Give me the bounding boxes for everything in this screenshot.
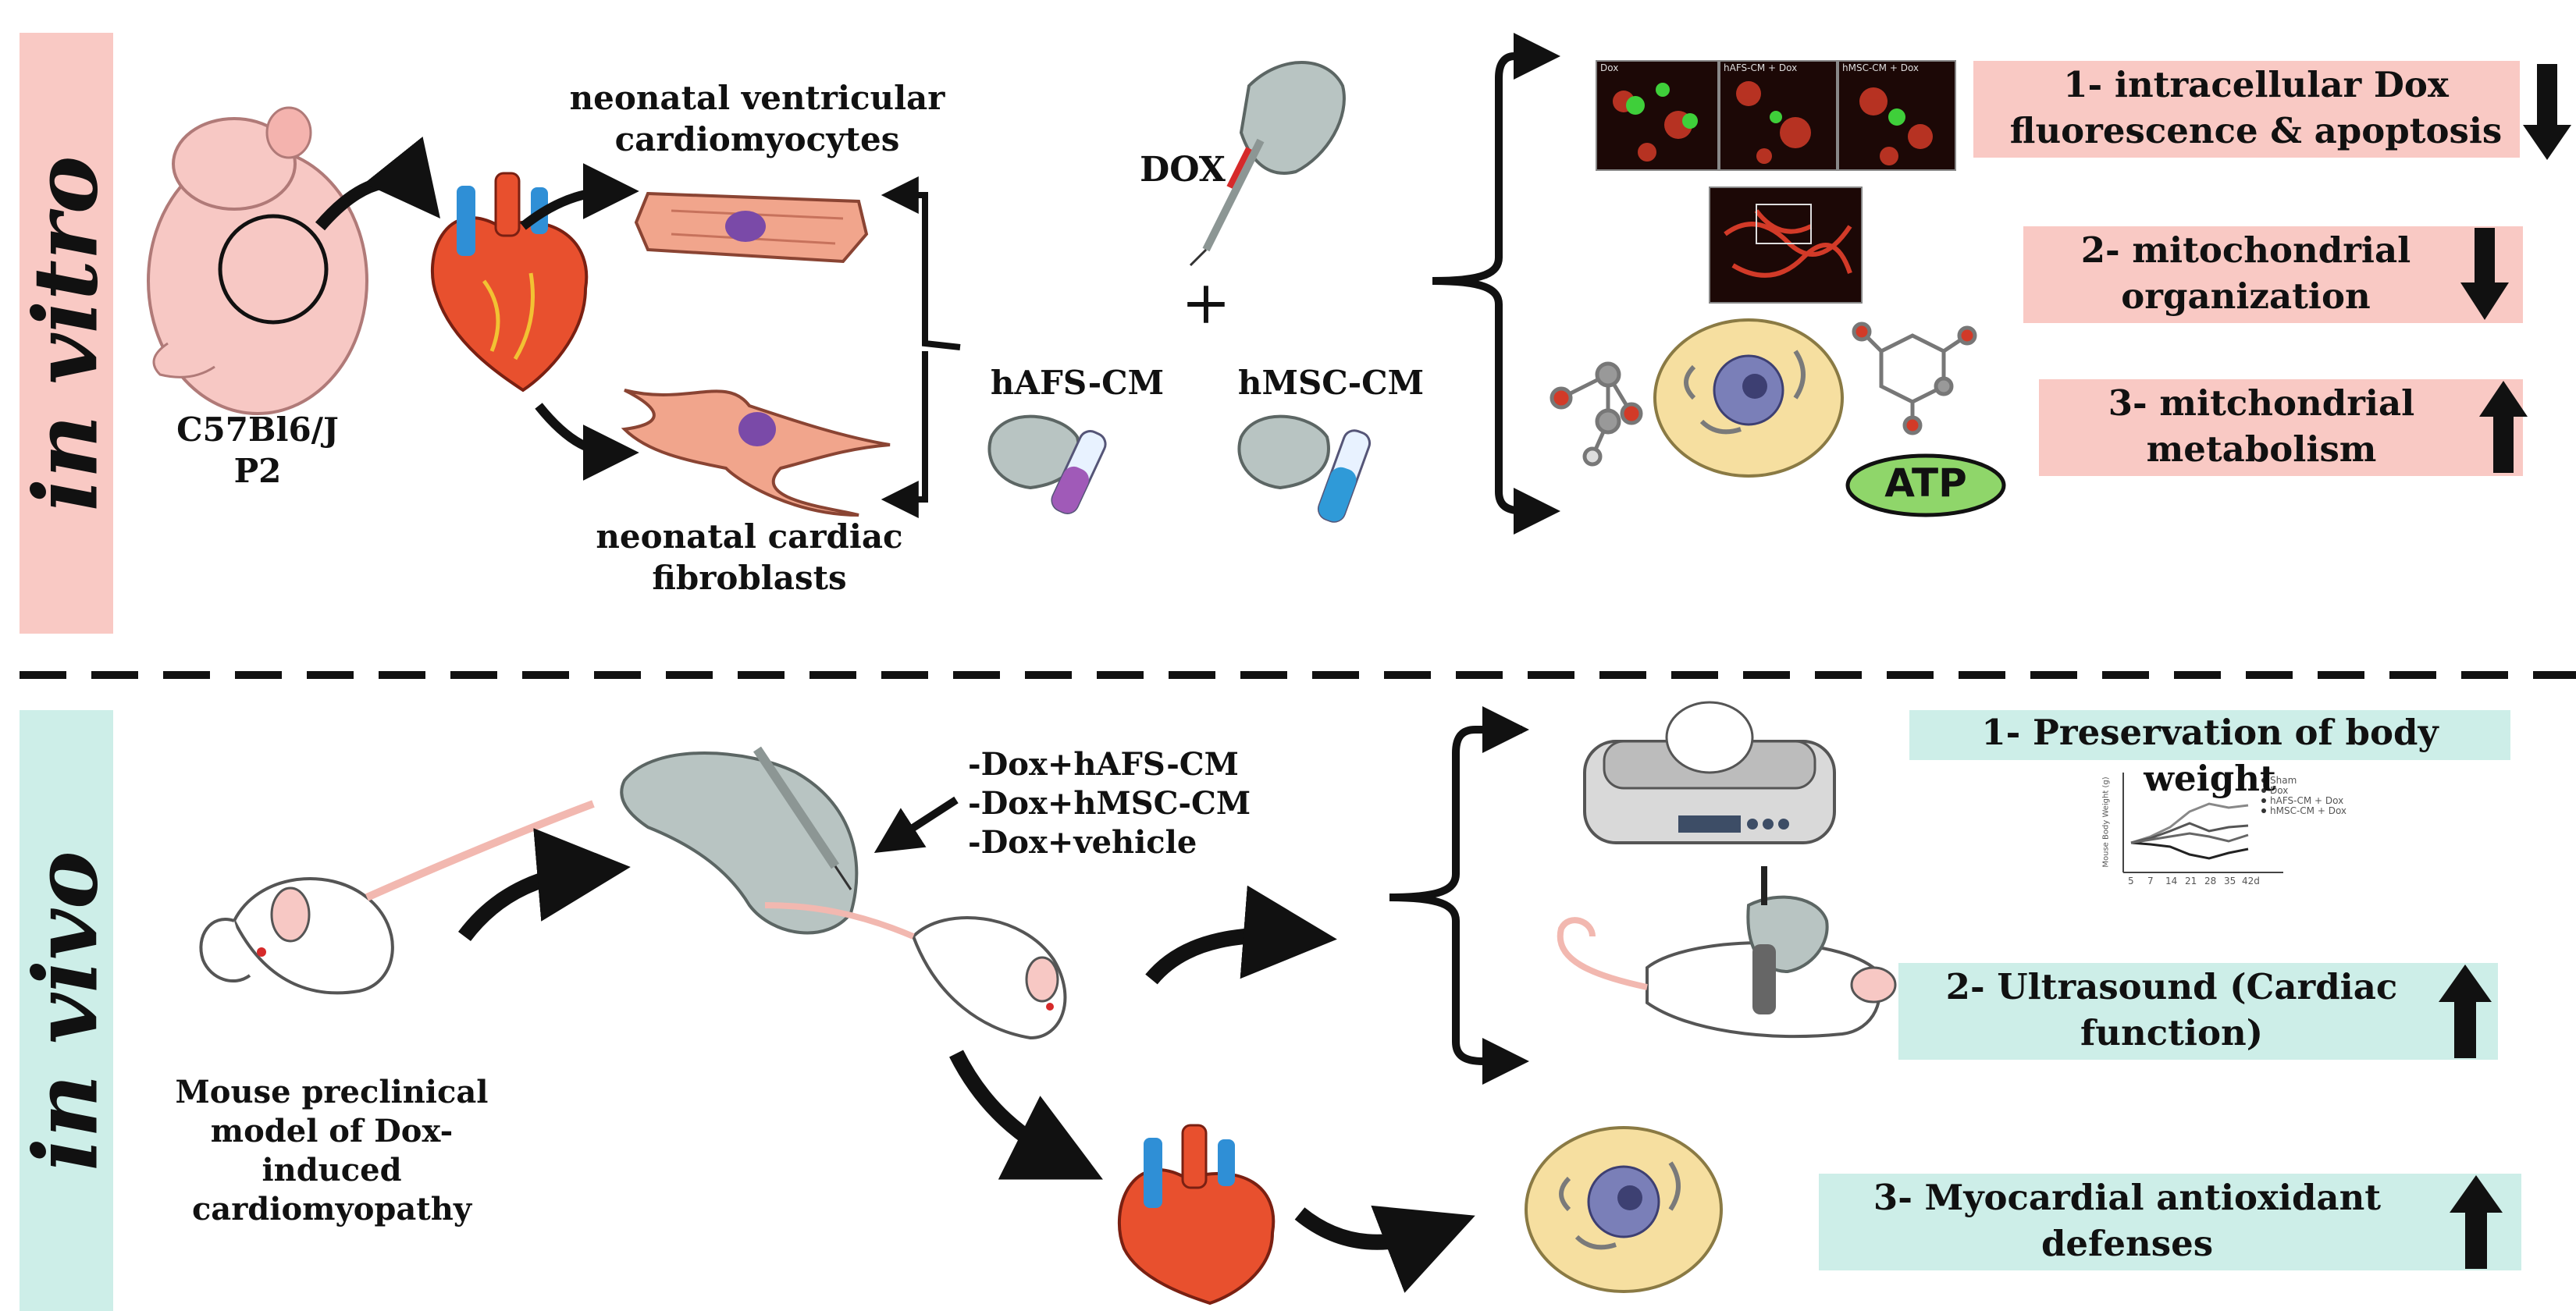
invitro-result-3: 3- mitchondrial metabolism — [2108, 382, 2415, 470]
hmsc-tube-icon — [1237, 414, 1372, 523]
cell-icon — [1525, 1126, 1723, 1293]
cells-bracket — [898, 192, 961, 503]
results-bracket-invitro — [1432, 52, 1530, 515]
down-arrow-icon — [2523, 64, 2571, 160]
mini-chart-tick: 42d — [2242, 876, 2260, 886]
up-arrow-icon — [2450, 1175, 2503, 1269]
hafs-tube-icon — [987, 414, 1107, 514]
injection-hand-icon — [620, 746, 859, 935]
invivo-result-2: 2- Ultrasound (Cardiac function) — [1945, 966, 2398, 1053]
in-vivo-band — [20, 710, 113, 1311]
micro-panel-label: hAFS-CM + Dox — [1724, 62, 1798, 73]
mouse-strain-label: C57Bl6/J P2 — [176, 410, 339, 490]
invivo-result-3: 3- Myocardial antioxidant defenses — [1873, 1177, 2382, 1264]
dox-label: DOX — [1140, 150, 1226, 190]
micro-panel-label: hMSC-CM + Dox — [1842, 62, 1920, 73]
invivo-result-2-band — [1898, 963, 2498, 1060]
fibroblasts-label: neonatal cardiac fibroblasts — [596, 517, 903, 597]
invitro-result-3-band — [2039, 379, 2523, 476]
invivo-result-1-band — [1909, 710, 2510, 760]
mini-chart-legend: Sham — [2270, 775, 2297, 786]
up-arrow-icon — [2479, 381, 2528, 473]
mini-chart-legend: hAFS-CM + Dox — [2270, 795, 2344, 806]
flow-arrow — [535, 403, 639, 481]
flow-arrow — [315, 137, 441, 231]
results-bracket-invivo — [1389, 726, 1522, 1065]
micro-panel-label: Dox — [1600, 62, 1619, 73]
flow-arrow — [458, 828, 631, 942]
heart-icon — [430, 172, 589, 393]
microscopy-panels — [1596, 60, 1956, 304]
heart-icon — [1117, 1124, 1276, 1306]
weighing-scale-icon — [1583, 701, 1836, 844]
plus-sign: + — [1181, 268, 1231, 337]
ultrasound-mouse-icon — [1557, 866, 1897, 1038]
mini-chart-tick: 35 — [2224, 876, 2236, 886]
mini-chart-tick: 7 — [2147, 876, 2154, 886]
cardiomyocytes-label: neonatal ventricular cardiomyocytes — [569, 79, 945, 158]
model-label: Mouse preclinical model of Dox-induced c… — [175, 1074, 489, 1228]
mini-chart-tick: 5 — [2128, 876, 2134, 886]
cell-icon — [1653, 318, 1844, 478]
mini-chart-tick: 14 — [2165, 876, 2178, 886]
mini-chart-legend: Dox — [2270, 785, 2289, 796]
mini-chart-tick: 28 — [2204, 876, 2217, 886]
invitro-result-2-band — [2023, 226, 2523, 323]
syringe-hand-icon — [1189, 61, 1346, 267]
invitro-result-1: 1- intracellular Dox fluorescence & apop… — [2009, 64, 2503, 151]
invitro-result-2: 2- mitochondrial organization — [2080, 229, 2411, 317]
mini-chart-tick: 21 — [2185, 876, 2197, 886]
in-vitro-band — [20, 33, 113, 634]
body-weight-mini-chart — [2122, 773, 2283, 873]
atp-badge — [1845, 453, 2006, 517]
hafs-cm-label: hAFS-CM — [990, 364, 1165, 402]
mini-chart-legend: hMSC-CM + Dox — [2270, 805, 2347, 816]
mini-chart-ylabel: Mouse Body Weight (g) — [2101, 776, 2111, 868]
mouse-icon — [199, 800, 595, 995]
flow-arrow — [520, 163, 639, 230]
invivo-result-1: 1- Preservation of body weight — [1981, 712, 2439, 799]
up-arrow-icon — [2439, 965, 2492, 1058]
invivo-result-3-band — [1819, 1174, 2521, 1270]
fibroblast-icon — [621, 389, 891, 517]
flow-arrow — [1294, 1205, 1475, 1293]
in-vivo-label: in vivo — [15, 850, 118, 1171]
treated-mouse-icon — [764, 902, 1067, 1040]
cardiomyocyte-icon — [634, 191, 869, 264]
flow-arrow — [949, 1050, 1103, 1180]
neonatal-mouse-icon — [147, 106, 368, 415]
pointer-arrow — [873, 796, 959, 854]
in-vitro-label: in vitro — [15, 155, 118, 512]
treatments-list: -Dox+hAFS-CM -Dox+hMSC-CM -Dox+vehicle — [968, 746, 1251, 861]
down-arrow-icon — [2460, 228, 2509, 320]
invitro-result-1-band — [1973, 61, 2520, 158]
molecule-icon — [1550, 361, 1643, 467]
flow-arrow — [1145, 885, 1337, 985]
atp-label: ATP — [1884, 460, 1967, 506]
hmsc-cm-label: hMSC-CM — [1237, 364, 1425, 402]
glucose-molecule-icon — [1852, 322, 1977, 435]
